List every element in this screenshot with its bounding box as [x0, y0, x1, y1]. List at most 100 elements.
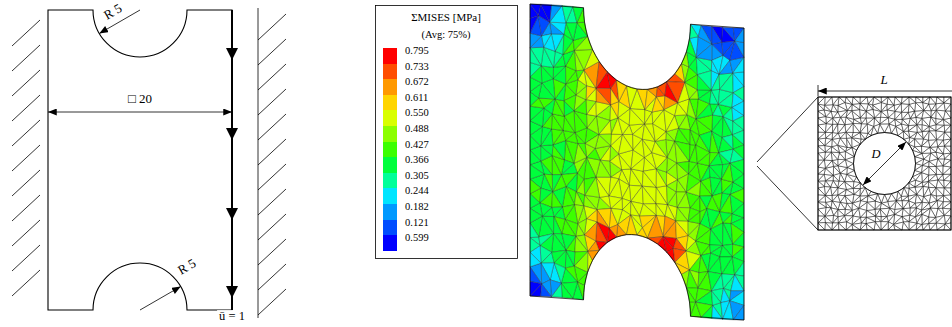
mesh-element	[818, 209, 825, 216]
mesh-element	[630, 108, 645, 123]
mesh-element	[936, 125, 945, 132]
legend-value: 0.121	[405, 217, 429, 228]
mesh-element	[916, 97, 923, 103]
mesh-element	[700, 209, 707, 224]
mesh-element	[530, 194, 540, 209]
mesh-element	[903, 131, 910, 137]
mesh-element	[825, 187, 832, 195]
legend-value: 0.733	[405, 61, 429, 72]
mesh-element	[530, 281, 542, 296]
hatch-line	[258, 239, 286, 265]
mesh-element	[943, 166, 951, 175]
mesh-element	[631, 186, 643, 204]
legend-value: 0.244	[405, 186, 429, 197]
mesh-element	[909, 217, 917, 223]
mesh-element	[686, 270, 698, 288]
mesh-element	[818, 195, 825, 202]
mesh-element	[723, 214, 732, 224]
hatch-line	[258, 114, 286, 140]
mesh-element	[818, 216, 825, 223]
mesh-element	[944, 180, 951, 188]
color-swatch	[383, 188, 397, 204]
mesh-element	[943, 202, 951, 209]
mesh-element	[720, 73, 734, 93]
mesh-element	[916, 173, 922, 183]
mesh-element	[818, 125, 825, 132]
mesh-element	[825, 97, 833, 105]
mesh-element	[902, 196, 909, 201]
mesh-element	[943, 111, 951, 120]
legend-value: 0.672	[405, 77, 429, 88]
load-arrows	[226, 48, 238, 298]
mesh-element	[944, 125, 951, 132]
mesh-element	[627, 215, 637, 235]
mesh-element	[676, 207, 689, 221]
hatch-line	[258, 139, 286, 165]
mesh-element	[945, 146, 951, 153]
mesh-element	[936, 223, 945, 230]
hatch-line	[12, 70, 40, 96]
mesh-element	[733, 86, 744, 101]
mesh-element	[833, 117, 841, 124]
mesh-element	[700, 181, 712, 196]
rve-outline	[818, 97, 951, 230]
mesh-element	[712, 117, 723, 138]
mesh-element	[838, 223, 846, 230]
mesh-element	[818, 132, 825, 139]
mesh-element	[656, 187, 667, 204]
mesh-element	[607, 72, 616, 89]
arrowhead	[226, 128, 238, 140]
mesh-element	[944, 97, 951, 104]
hatch-line	[258, 264, 286, 290]
mesh-element	[826, 133, 833, 140]
mesh-element	[723, 107, 733, 121]
mesh-element	[936, 166, 943, 174]
mesh-element	[720, 212, 732, 223]
mesh-element	[818, 174, 825, 181]
mesh-element	[539, 234, 554, 246]
mesh-element	[845, 97, 852, 104]
mesh-element	[929, 97, 936, 104]
mesh-element	[838, 103, 847, 111]
hatch-line	[258, 289, 286, 315]
mesh-element	[915, 139, 924, 146]
color-swatch	[383, 173, 397, 189]
mesh-element	[929, 131, 936, 140]
mesh-element	[540, 245, 552, 263]
mesh-element	[833, 97, 839, 106]
mesh-element	[733, 57, 744, 73]
mesh-element	[631, 157, 645, 171]
mesh-element	[711, 291, 720, 305]
legend-value: 0.550	[405, 108, 429, 119]
legend-value: 0.795	[405, 46, 429, 57]
mesh-element	[631, 201, 640, 216]
mesh-element	[530, 4, 541, 16]
mesh-element	[576, 173, 584, 192]
mesh-element	[938, 154, 945, 159]
mesh-element	[688, 161, 697, 173]
zoom-leader	[757, 166, 818, 230]
mesh-element	[712, 42, 723, 55]
mesh-element	[586, 100, 596, 115]
mesh-element	[656, 186, 667, 205]
mesh-element	[677, 161, 689, 173]
mesh-element	[861, 217, 866, 223]
mesh-element	[689, 90, 698, 99]
mesh-element	[825, 97, 832, 105]
mesh-element	[881, 222, 888, 230]
mesh-element	[550, 280, 561, 297]
hatch-line	[12, 145, 40, 171]
mesh-element	[825, 215, 834, 223]
mesh-element	[929, 131, 937, 140]
mesh-element	[922, 217, 929, 225]
mesh-element	[611, 134, 623, 146]
mesh-element	[929, 167, 937, 175]
mesh-element	[937, 97, 944, 103]
mesh-element	[818, 97, 825, 105]
color-swatch	[383, 204, 397, 220]
mesh-element	[866, 109, 874, 117]
mesh-element	[599, 134, 612, 146]
displacement-label: ū = 1	[217, 310, 247, 324]
mesh-element	[845, 190, 854, 196]
mesh-element	[530, 47, 544, 66]
